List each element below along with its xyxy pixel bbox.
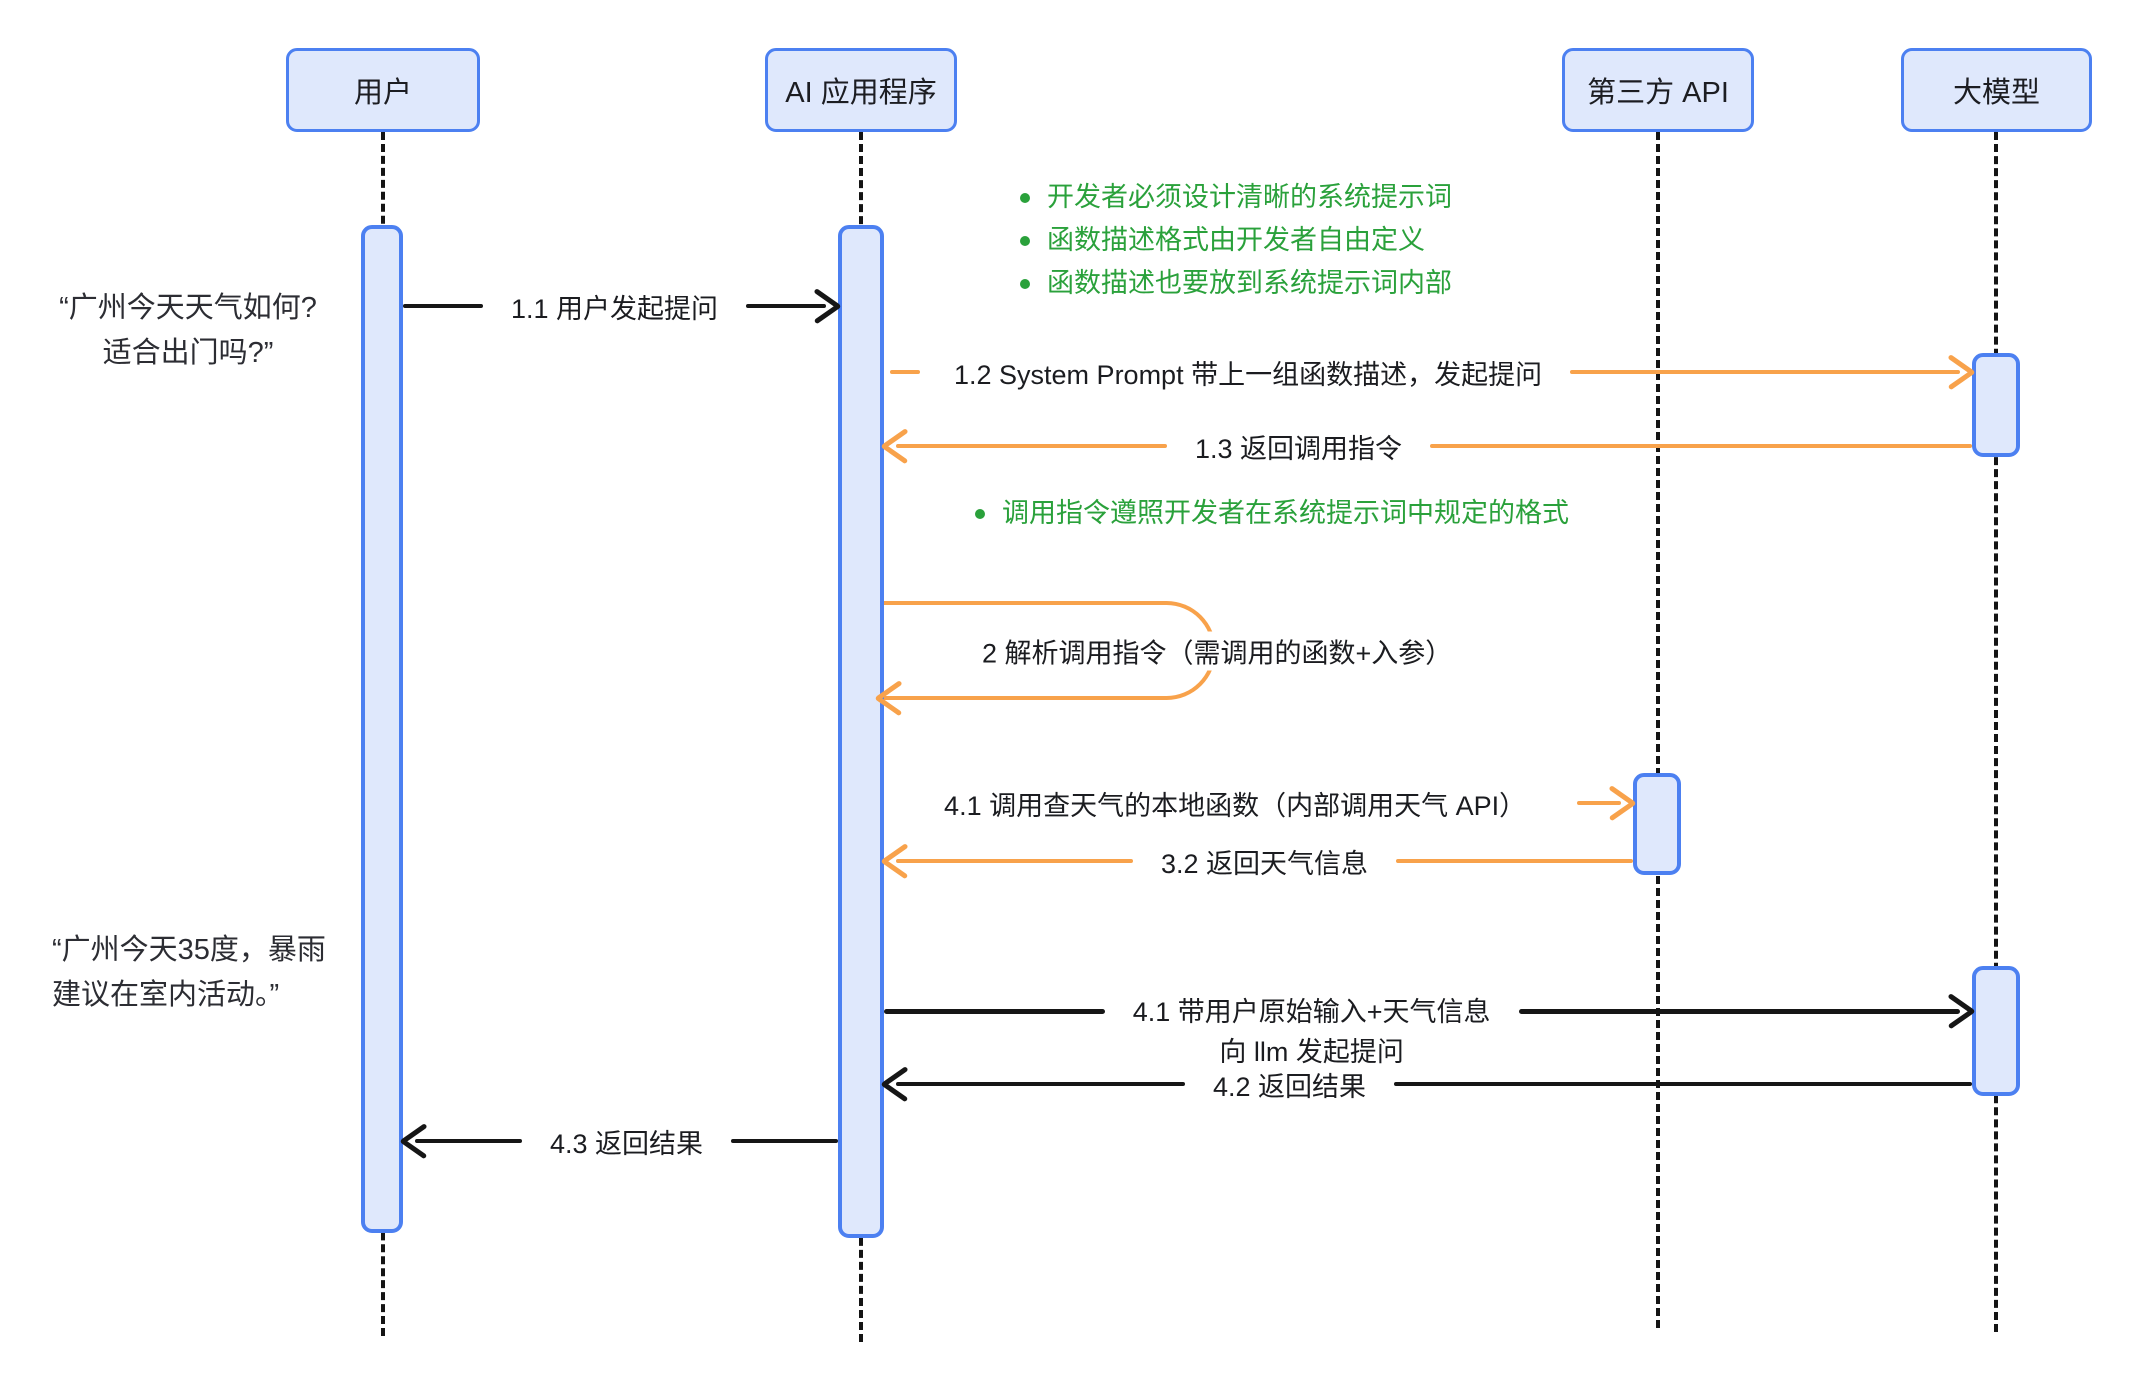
notes-system-prompt: 开发者必须设计清晰的系统提示词 函数描述格式由开发者自由定义 函数描述也要放到系… (1020, 180, 1452, 301)
message-4-2: 4.2 返回结果 (884, 1065, 1972, 1103)
bullet-icon (1020, 192, 1030, 203)
arrowhead-left-icon (884, 1066, 904, 1102)
message-line (1430, 443, 1972, 449)
actor-label-llm: 大模型 (1952, 77, 2040, 109)
activation-bar-ai-app (838, 225, 884, 1238)
message-line (896, 858, 1133, 864)
lifeline-llm (1994, 132, 1998, 1332)
message-4-3: 4.3 返回结果 (403, 1122, 839, 1160)
message-line (1518, 1009, 1960, 1014)
actor-box-third-party-api: 第三方 API (1562, 48, 1754, 132)
message-label: 4.3 返回结果 (549, 1128, 704, 1159)
message-label: 1.1 用户发起提问 (510, 293, 719, 324)
message-line (731, 1138, 839, 1144)
message-line (896, 443, 1167, 449)
message-line (403, 303, 483, 309)
actor-label-user: 用户 (353, 77, 412, 109)
arrowhead-right-icon (1952, 354, 1972, 390)
activation-bar-llm-2 (1972, 966, 2020, 1096)
arrowhead-left-icon (878, 680, 898, 716)
arrowhead-right-icon (1613, 785, 1633, 821)
actor-box-llm: 大模型 (1901, 48, 2092, 132)
message-line-stub (890, 369, 920, 375)
arrowhead-right-icon (1952, 993, 1972, 1029)
note-item: 函数描述也要放到系统提示词内部 (1020, 266, 1452, 301)
bullet-icon (975, 508, 985, 519)
message-4-1-llm: 4.1 带用户原始输入+天气信息 向 llm 发起提问 (884, 992, 1972, 1076)
message-line (1577, 800, 1621, 806)
annotation-line: 适合出门吗?” (102, 337, 274, 369)
message-line (896, 1081, 1185, 1087)
message-label: 4.1 带用户原始输入+天气信息 向 llm 发起提问 (1133, 992, 1491, 1072)
note-item: 函数描述格式由开发者自由定义 (1020, 223, 1452, 258)
message-1-1: 1.1 用户发起提问 (403, 287, 838, 325)
message-line (1570, 369, 1960, 375)
message-2-self-loop: 2 解析调用指令（需调用的函数+入参） (884, 601, 1465, 700)
note-text: 调用指令遵照开发者在系统提示词中规定的格式 (1002, 498, 1569, 528)
annotation-line: “广州今天35度，暴雨 (52, 934, 326, 966)
arrowhead-right-icon (818, 288, 838, 324)
actor-label-third-party-api: 第三方 API (1587, 77, 1729, 109)
actor-label-ai-app: AI 应用程序 (785, 77, 937, 109)
annotation-line: “广州今天天气如何? (59, 292, 317, 324)
notes-call-format: 调用指令遵照开发者在系统提示词中规定的格式 (975, 496, 1569, 531)
arrowhead-left-icon (403, 1123, 423, 1159)
message-line (1396, 858, 1634, 864)
arrowhead-left-icon (884, 843, 904, 879)
message-line (884, 1009, 1105, 1014)
message-1-2: 1.2 System Prompt 带上一组函数描述，发起提问 (890, 353, 1972, 391)
annotation-user-question: “广州今天天气如何? 适合出门吗?” (38, 286, 338, 376)
message-label: 3.2 返回天气信息 (1160, 848, 1369, 879)
annotation-line: 建议在室内活动。” (52, 979, 280, 1011)
note-item: 调用指令遵照开发者在系统提示词中规定的格式 (975, 496, 1569, 531)
note-text: 开发者必须设计清晰的系统提示词 (1047, 182, 1452, 212)
message-3-2: 3.2 返回天气信息 (884, 842, 1634, 880)
annotation-final-answer: “广州今天35度，暴雨 建议在室内活动。” (52, 928, 372, 1018)
message-label: 2 解析调用指令（需调用的函数+入参） (970, 631, 1465, 670)
note-item: 开发者必须设计清晰的系统提示词 (1020, 180, 1452, 215)
note-text: 函数描述格式由开发者自由定义 (1047, 225, 1425, 255)
message-label-line1: 4.1 带用户原始输入+天气信息 (1132, 997, 1491, 1027)
message-line (1394, 1081, 1972, 1087)
arrowhead-left-icon (884, 428, 904, 464)
message-1-3: 1.3 返回调用指令 (884, 427, 1972, 465)
message-label: 4.2 返回结果 (1212, 1071, 1367, 1102)
activation-bar-third-party-api (1633, 773, 1681, 875)
bullet-icon (1020, 278, 1030, 289)
message-4-1-local: 4.1 调用查天气的本地函数（内部调用天气 API） (884, 784, 1633, 822)
message-line (415, 1138, 522, 1144)
lifeline-third-party-api (1656, 132, 1660, 1328)
activation-bar-user (361, 225, 403, 1233)
message-line (746, 303, 827, 309)
actor-box-user: 用户 (286, 48, 480, 132)
message-label-line2: 向 llm 发起提问 (1219, 1037, 1404, 1067)
bullet-icon (1020, 235, 1030, 246)
activation-bar-llm-1 (1972, 353, 2020, 457)
actor-box-ai-app: AI 应用程序 (765, 48, 957, 132)
message-label: 4.1 调用查天气的本地函数（内部调用天气 API） (944, 790, 1527, 821)
note-text: 函数描述也要放到系统提示词内部 (1047, 268, 1452, 298)
message-label: 1.3 返回调用指令 (1194, 433, 1403, 464)
message-label: 1.2 System Prompt 带上一组函数描述，发起提问 (954, 359, 1543, 390)
